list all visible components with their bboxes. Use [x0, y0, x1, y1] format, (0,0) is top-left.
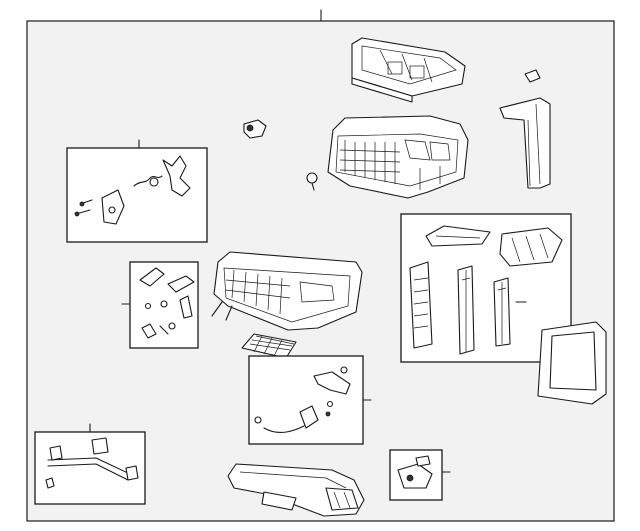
- lower-hvac-case: [211, 251, 363, 331]
- servo-motor-group: [389, 449, 451, 501]
- bracket-linkage-group: [66, 139, 208, 243]
- retaining-clip: [524, 69, 541, 83]
- hose-fitting: [243, 119, 267, 139]
- side-duct-tube: [499, 97, 551, 189]
- small-hardware-group: [121, 261, 199, 349]
- floor-duct: [227, 463, 365, 517]
- upper-hvac-case: [327, 115, 469, 199]
- grommet-plug: [306, 172, 318, 191]
- lever-link-group: [248, 355, 372, 445]
- air-filter-element: [241, 333, 297, 359]
- evaporator-cover-frame: [537, 321, 607, 405]
- wire-harness-group: [34, 423, 146, 505]
- blower-inlet-housing: [351, 37, 466, 103]
